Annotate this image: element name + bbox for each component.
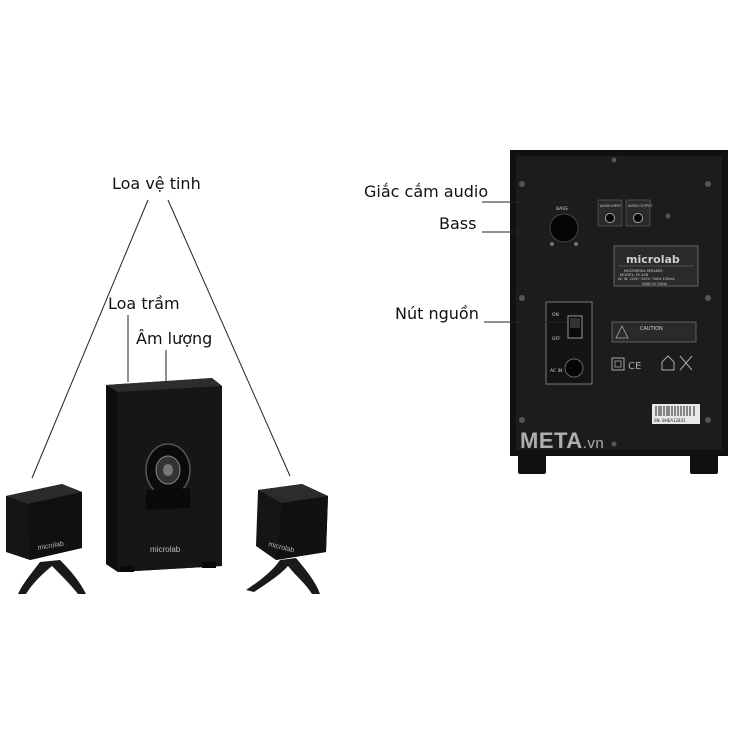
subwoofer-back: CE [510,150,728,474]
label-satellite: Loa vệ tinh [112,174,201,193]
back-off-label: OFF [552,336,561,342]
watermark: META.vn [520,428,604,454]
label-audio-jack: Giắc cắm audio [364,182,489,201]
back-made-in: MADE IN CHINA [642,282,668,286]
back-logo: microlab [626,253,680,266]
watermark-main: META [520,428,583,453]
left-satellite-logo: microlab [37,540,64,552]
svg-text:CE: CE [628,361,641,372]
label-volume: Âm lượng [136,329,213,348]
back-model: MODEL: M-108 [620,272,649,277]
satellite-callout-line-left [31,199,149,479]
right-satellite-speaker: microlab [246,484,328,594]
label-power-button: Nút nguồn [395,304,479,323]
bass-knob [549,213,579,243]
left-satellite-speaker: microlab [6,484,86,594]
subwoofer-front: microlab [106,378,222,572]
back-audio-input-label: AUDIO INPUT [600,204,621,208]
subwoofer-logo: microlab [150,545,181,554]
label-subwoofer: Loa trầm [108,294,180,313]
label-bass: Bass [439,214,477,233]
back-ac-socket-label: AC IN [550,368,562,374]
back-sticker-label: SN: 8HEA12831 [654,418,686,423]
back-bass-label: BASS [556,206,568,212]
audio-output-jack [633,213,643,223]
back-audio-output-label: AUDIO OUTPUT [628,204,652,208]
back-caution-label: CAUTION [640,326,663,332]
satellite-callout-line-right [167,199,291,477]
back-ac-in: AC IN: 220V~240V~50Hz 100mA [618,277,675,281]
watermark-suffix: .vn [582,435,605,452]
back-on-label: ON [552,312,559,318]
back-subtitle: MULTIMEDIA SPEAKER [624,269,663,273]
ac-socket [564,358,584,378]
audio-input-jack [605,213,615,223]
